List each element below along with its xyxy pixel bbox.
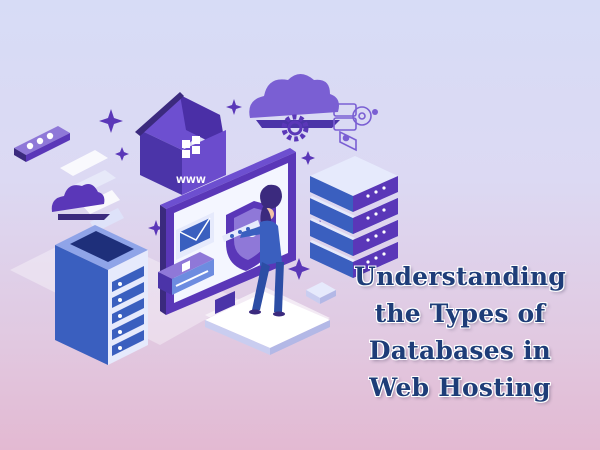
gear-icon [281,114,309,142]
headline-line: Web Hosting [369,373,551,402]
window-dots-icon [14,126,70,162]
cloud-icon [249,74,340,128]
headline: Understanding the Types of Databases in … [338,258,582,406]
cloud-icon [51,184,110,220]
server-unit [310,156,398,212]
server-unit [310,218,398,256]
envelope-icon [176,212,214,260]
cube-icon [306,282,336,304]
database-gear-icon [333,103,378,152]
server-unit [310,240,398,278]
server-unit [310,196,398,234]
server-stack-icon [310,156,398,278]
login-card [158,252,214,295]
person-illustration [240,184,285,317]
house-icon: WWW [135,92,226,195]
headline-line: Understanding [354,262,566,291]
headline-line: the Types of [374,299,546,328]
server-rack-icon [55,225,148,365]
house-window-icon [182,136,200,158]
headline-line: Databases in [368,336,552,365]
house-www-label: WWW [176,176,206,186]
platform-base [205,292,330,355]
